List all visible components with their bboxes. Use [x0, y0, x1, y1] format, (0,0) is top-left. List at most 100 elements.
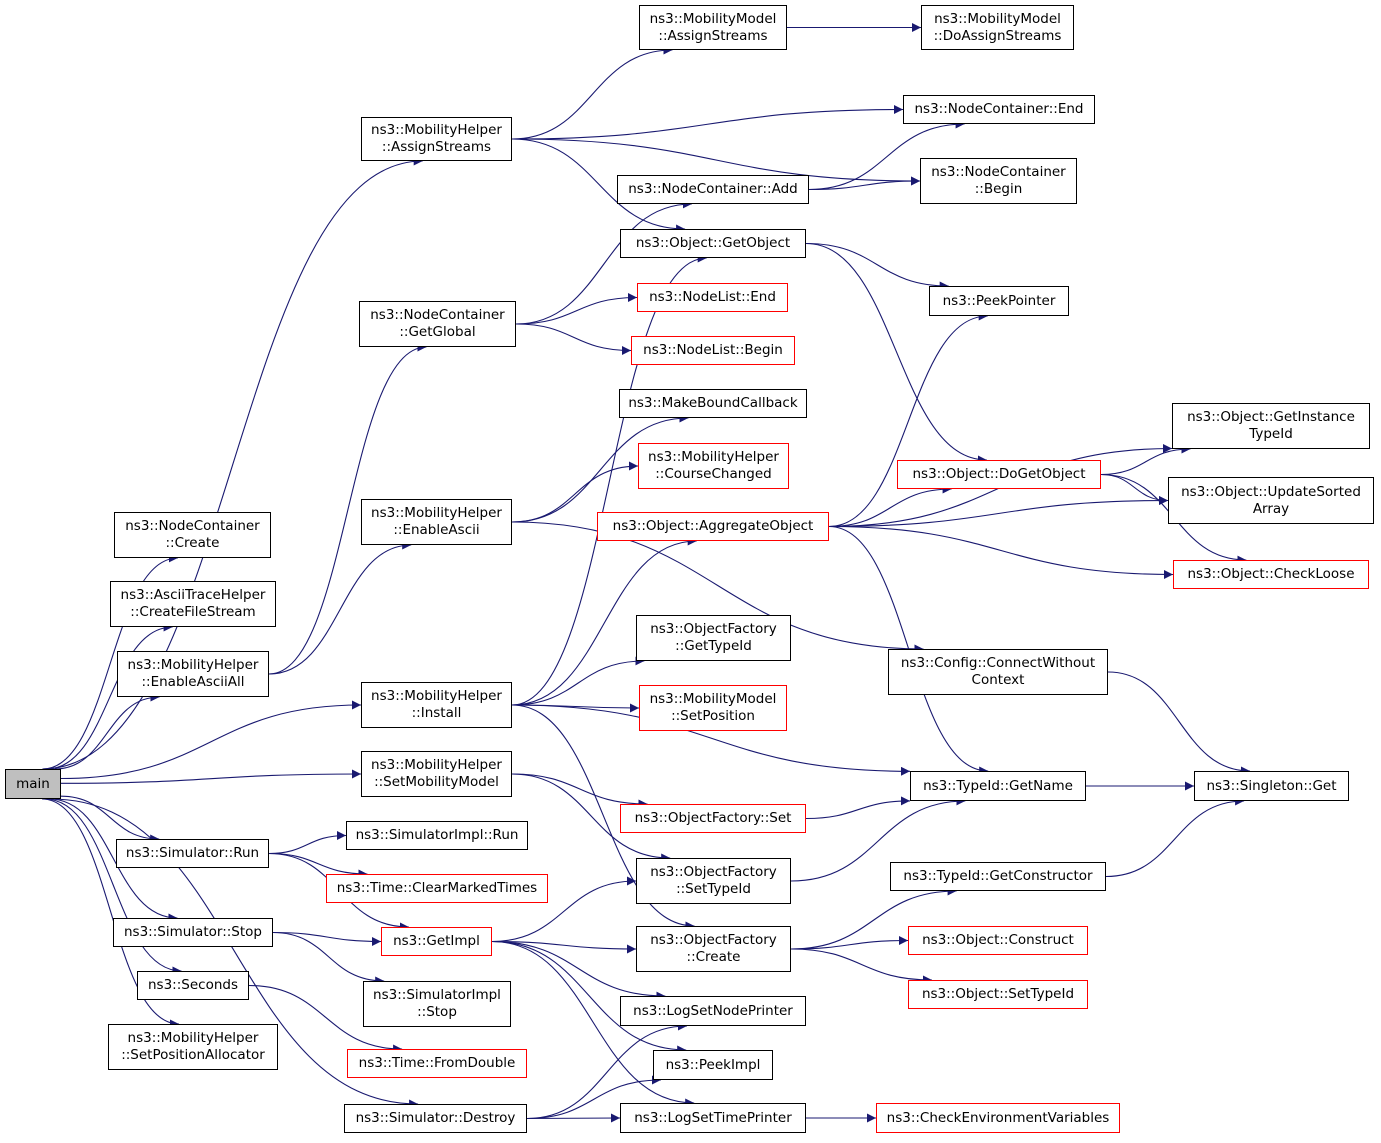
node-label: ns3::LogSetNodePrinter	[633, 1002, 793, 1019]
node-of-set[interactable]: ns3::ObjectFactory::Set	[620, 804, 806, 833]
call-edge	[511, 536, 697, 706]
node-mh-assign[interactable]: ns3::MobilityHelper ::AssignStreams	[361, 117, 512, 161]
node-logsetnodeprinter[interactable]: ns3::LogSetNodePrinter	[620, 996, 806, 1026]
node-seconds[interactable]: ns3::Seconds	[137, 971, 249, 1000]
call-edge	[526, 1113, 621, 1123]
node-label: ns3::Object::GetObject	[635, 235, 791, 251]
node-label: ns3::NodeContainer ::Begin	[931, 164, 1066, 197]
node-mh-coursechanged[interactable]: ns3::MobilityHelper ::CourseChanged	[638, 443, 789, 489]
node-obj-getobject[interactable]: ns3::Object::GetObject	[620, 229, 806, 258]
call-edge	[1105, 796, 1245, 878]
node-label: ns3::Simulator::Stop	[124, 924, 262, 940]
node-label: ns3::ObjectFactory ::SetTypeId	[650, 864, 777, 897]
call-edge	[511, 656, 645, 706]
node-nc-begin[interactable]: ns3::NodeContainer ::Begin	[920, 158, 1077, 204]
node-nc-create[interactable]: ns3::NodeContainer ::Create	[114, 512, 271, 558]
node-mh-setmobilitymodel[interactable]: ns3::MobilityHelper ::SetMobilityModel	[361, 751, 512, 797]
node-time-fromdouble[interactable]: ns3::Time::FromDouble	[347, 1049, 527, 1078]
node-label: ns3::NodeContainer ::GetGlobal	[370, 307, 505, 340]
node-sim-stop[interactable]: ns3::Simulator::Stop	[113, 918, 273, 947]
node-of-create[interactable]: ns3::ObjectFactory ::Create	[636, 926, 791, 972]
node-obj-aggregate[interactable]: ns3::Object::AggregateObject	[597, 512, 829, 541]
node-getimpl[interactable]: ns3::GetImpl	[381, 927, 492, 956]
node-label: ns3::Config::ConnectWithout Context	[900, 655, 1096, 688]
node-label: ns3::SimulatorImpl ::Stop	[373, 987, 501, 1020]
node-typeid-getname[interactable]: ns3::TypeId::GetName	[910, 771, 1086, 801]
node-nl-end[interactable]: ns3::NodeList::End	[637, 283, 788, 312]
node-label: ns3::MobilityHelper ::AssignStreams	[371, 122, 502, 155]
call-edge	[1100, 473, 1169, 505]
call-edge	[511, 704, 695, 931]
node-mm-setposition[interactable]: ns3::MobilityModel ::SetPosition	[639, 685, 787, 731]
node-peekpointer[interactable]: ns3::PeekPointer	[929, 286, 1069, 316]
node-checkenvvars[interactable]: ns3::CheckEnvironmentVariables	[876, 1103, 1120, 1133]
call-edge	[491, 876, 637, 943]
call-edge	[248, 984, 403, 1054]
node-label: ns3::TypeId::GetConstructor	[903, 868, 1093, 884]
node-obj-checkloose[interactable]: ns3::Object::CheckLoose	[1173, 560, 1369, 589]
call-edge	[268, 342, 427, 675]
node-obj-construct[interactable]: ns3::Object::Construct	[908, 926, 1088, 955]
node-sim-destroy[interactable]: ns3::Simulator::Destroy	[344, 1104, 527, 1133]
node-simimpl-run[interactable]: ns3::SimulatorImpl::Run	[346, 821, 528, 850]
node-of-settypeid[interactable]: ns3::ObjectFactory ::SetTypeId	[636, 858, 791, 904]
node-time-clearmarked[interactable]: ns3::Time::ClearMarkedTimes	[326, 874, 548, 903]
call-edge	[49, 798, 178, 923]
node-nc-add[interactable]: ns3::NodeContainer::Add	[617, 175, 809, 204]
node-label: ns3::NodeContainer::Add	[628, 181, 798, 197]
node-singleton-get[interactable]: ns3::Singleton::Get	[1194, 771, 1349, 801]
node-label: ns3::Time::ClearMarkedTimes	[336, 880, 538, 896]
node-obj-settypeid[interactable]: ns3::Object::SetTypeId	[908, 980, 1088, 1009]
node-label: ns3::LogSetTimePrinter	[634, 1109, 792, 1126]
node-of-gettypeid[interactable]: ns3::ObjectFactory ::GetTypeId	[636, 615, 791, 661]
call-edge	[268, 831, 347, 855]
call-edge	[805, 242, 949, 291]
node-obj-updatesorted[interactable]: ns3::Object::UpdateSorted Array	[1168, 477, 1374, 524]
node-cfg-connectwithoutcontext[interactable]: ns3::Config::ConnectWithout Context	[888, 649, 1108, 695]
call-edge	[491, 940, 637, 954]
call-edge	[511, 253, 707, 706]
call-edge	[808, 119, 965, 191]
node-logsettimeprinter[interactable]: ns3::LogSetTimePrinter	[620, 1103, 806, 1133]
node-label: ns3::NodeContainer ::Create	[125, 518, 260, 551]
call-edge	[828, 525, 1174, 579]
node-nc-end[interactable]: ns3::NodeContainer::End	[903, 95, 1095, 124]
node-simimpl-stop[interactable]: ns3::SimulatorImpl ::Stop	[363, 981, 511, 1027]
call-edge	[268, 540, 412, 675]
node-label: ns3::SimulatorImpl::Run	[355, 827, 519, 843]
node-label: main	[16, 775, 50, 792]
node-mh-install[interactable]: ns3::MobilityHelper ::Install	[361, 682, 512, 728]
node-ath-createfilestream[interactable]: ns3::AsciiTraceHelper ::CreateFileStream	[110, 581, 276, 627]
call-edge	[805, 242, 987, 465]
node-mh-enableascii[interactable]: ns3::MobilityHelper ::EnableAscii	[361, 499, 512, 545]
call-edge	[491, 940, 666, 1001]
node-nl-begin[interactable]: ns3::NodeList::Begin	[631, 336, 795, 365]
call-edge	[511, 461, 639, 523]
node-mh-enableasciiall[interactable]: ns3::MobilityHelper ::EnableAsciiAll	[117, 651, 269, 697]
node-typeid-getconstructor[interactable]: ns3::TypeId::GetConstructor	[890, 862, 1106, 891]
node-label: ns3::MobilityHelper ::EnableAscii	[371, 505, 502, 538]
node-peekimpl[interactable]: ns3::PeekImpl	[653, 1050, 773, 1080]
node-label: ns3::TypeId::GetName	[923, 777, 1073, 794]
node-mh-setpositionallocator[interactable]: ns3::MobilityHelper ::SetPositionAllocat…	[108, 1024, 278, 1070]
node-makeboundcb[interactable]: ns3::MakeBoundCallback	[619, 389, 807, 418]
call-edge	[515, 199, 692, 325]
call-edge	[511, 521, 924, 654]
node-nc-getglobal[interactable]: ns3::NodeContainer ::GetGlobal	[359, 301, 516, 347]
call-edge	[54, 692, 160, 770]
node-mm-assign[interactable]: ns3::MobilityModel ::AssignStreams	[639, 5, 787, 50]
node-label: ns3::NodeList::Begin	[643, 342, 783, 358]
node-label: ns3::Object::SetTypeId	[921, 986, 1075, 1002]
call-edge	[828, 311, 988, 528]
call-edge	[511, 704, 911, 776]
node-label: ns3::MobilityHelper ::CourseChanged	[648, 449, 779, 482]
node-main: main	[5, 769, 61, 799]
node-label: ns3::ObjectFactory ::Create	[650, 932, 777, 965]
node-sim-run[interactable]: ns3::Simulator::Run	[116, 839, 269, 868]
node-obj-getinstancetypeid[interactable]: ns3::Object::GetInstance TypeId	[1172, 403, 1370, 449]
node-obj-dogetobject[interactable]: ns3::Object::DoGetObject	[897, 460, 1101, 489]
node-mm-doassign[interactable]: ns3::MobilityModel ::DoAssignStreams	[921, 5, 1074, 50]
call-edge	[790, 796, 966, 882]
call-edge	[44, 798, 182, 976]
